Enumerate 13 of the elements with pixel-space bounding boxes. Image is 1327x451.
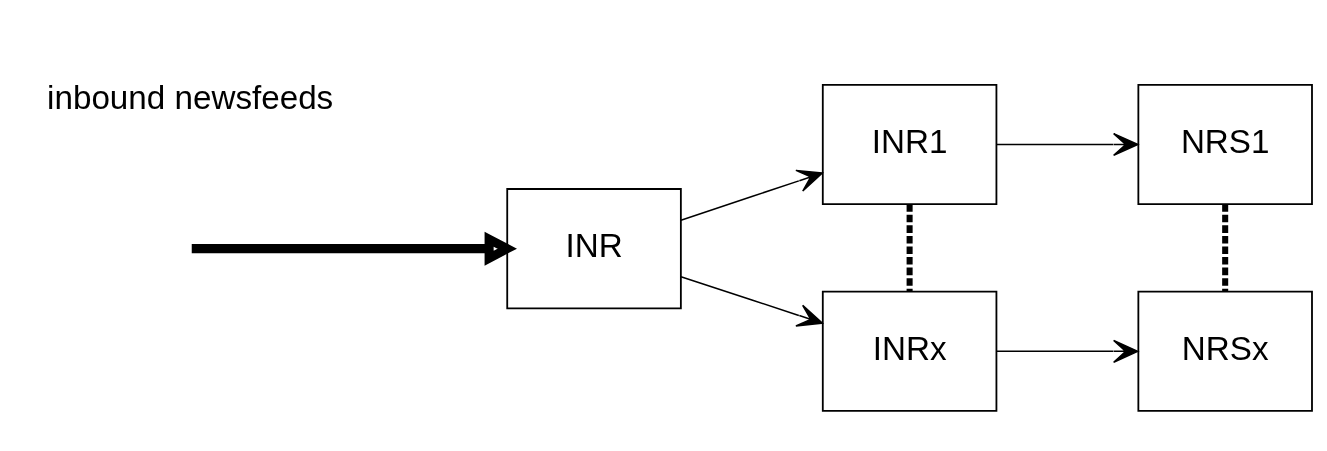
node-box: NRSx: [1137, 290, 1313, 412]
node-box: INR: [506, 187, 682, 309]
arrow: [680, 169, 823, 221]
label: inbound newsfeeds: [47, 78, 334, 116]
arrow: [995, 132, 1139, 156]
connector: [906, 203, 913, 292]
arrow: [680, 275, 823, 327]
connector: [1222, 203, 1229, 292]
node-box: NRS1: [1137, 83, 1313, 205]
node-box: INRx: [821, 290, 998, 412]
arrow: [995, 339, 1139, 363]
node-box: INR1: [821, 83, 998, 205]
arrow: [191, 231, 517, 266]
